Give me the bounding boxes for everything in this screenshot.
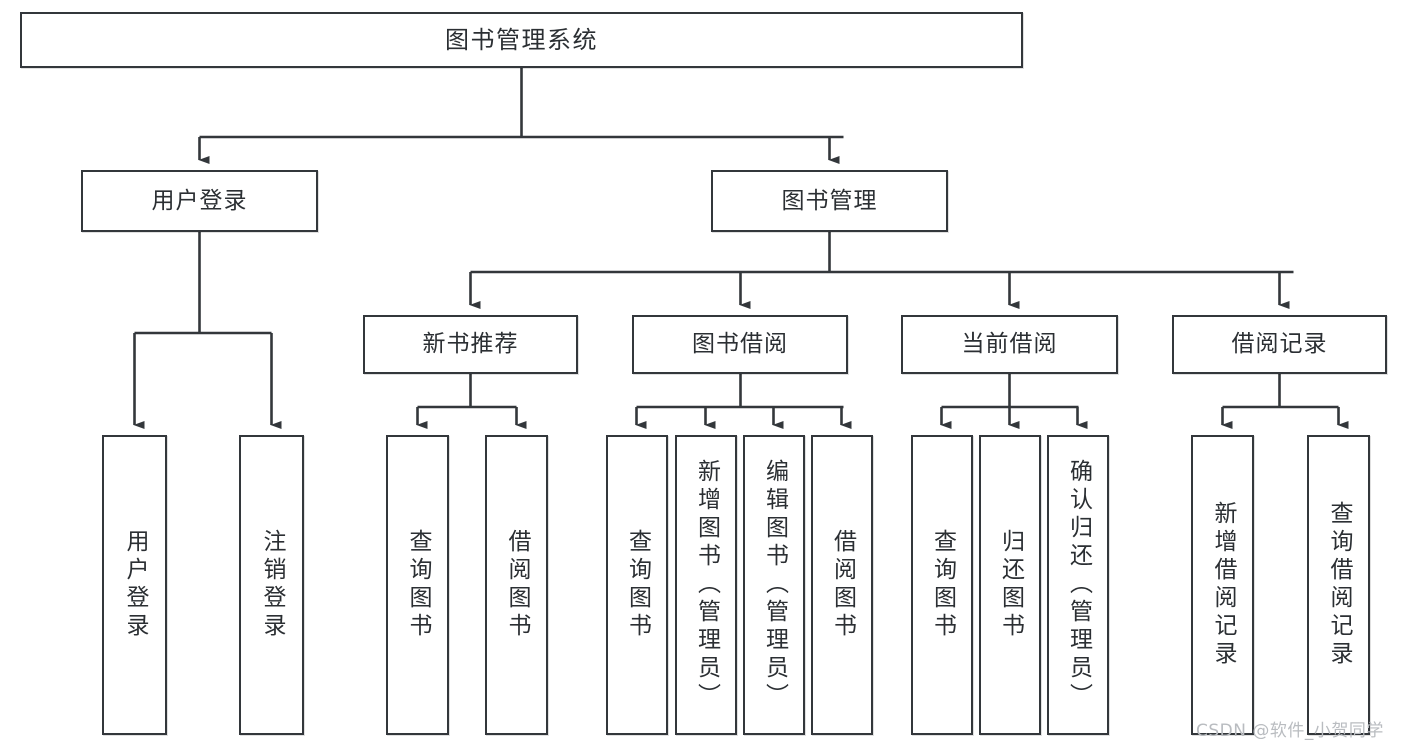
leaf-borrow-book[interactable]: 借阅图书 <box>811 435 873 735</box>
node-label: 图书管理 <box>781 187 878 214</box>
node-label: 当前借阅 <box>961 331 1058 358</box>
node-label: 图书管理系统 <box>445 26 598 54</box>
node-label: 借阅图书 <box>829 529 856 641</box>
node-label: 用户登录 <box>151 187 248 214</box>
node-label: 新增图书（管理员） <box>693 459 720 711</box>
node-label: 借阅记录 <box>1231 331 1328 358</box>
leaf-user-login[interactable]: 用户登录 <box>102 435 167 735</box>
node-label: 新书推荐 <box>422 331 519 358</box>
watermark: CSDN @软件_小贺同学 <box>1196 721 1384 741</box>
leaf-edit-book-admin[interactable]: 编辑图书（管理员） <box>743 435 805 735</box>
leaf-add-borrow-record[interactable]: 新增借阅记录 <box>1191 435 1254 735</box>
node-label: 借阅图书 <box>504 529 530 641</box>
leaf-return-book[interactable]: 归还图书 <box>979 435 1041 735</box>
node-label: 归还图书 <box>997 529 1024 641</box>
node-label: 查询图书 <box>405 529 431 641</box>
node-label: 编辑图书（管理员） <box>761 459 788 711</box>
node-book-borrow[interactable]: 图书借阅 <box>632 315 848 374</box>
node-label: 查询借阅记录 <box>1326 501 1352 669</box>
leaf-query-book[interactable]: 查询图书 <box>606 435 668 735</box>
node-user-login[interactable]: 用户登录 <box>81 170 318 232</box>
leaf-add-book-admin[interactable]: 新增图书（管理员） <box>675 435 737 735</box>
node-label: 图书借阅 <box>692 331 788 358</box>
node-label: 注销登录 <box>259 529 285 641</box>
node-label: 查询图书 <box>929 529 956 641</box>
node-label: 查询图书 <box>624 529 651 641</box>
node-book-management[interactable]: 图书管理 <box>711 170 948 232</box>
node-borrow-records[interactable]: 借阅记录 <box>1172 315 1387 374</box>
leaf-query-borrow-record[interactable]: 查询借阅记录 <box>1307 435 1370 735</box>
leaf-query-book-new[interactable]: 查询图书 <box>386 435 449 735</box>
node-label: 确认归还（管理员） <box>1065 459 1092 711</box>
node-root-system[interactable]: 图书管理系统 <box>20 12 1023 68</box>
leaf-confirm-return-admin[interactable]: 确认归还（管理员） <box>1047 435 1109 735</box>
node-label: 新增借阅记录 <box>1210 501 1236 669</box>
node-label: 用户登录 <box>122 529 148 641</box>
node-current-borrow[interactable]: 当前借阅 <box>901 315 1118 374</box>
leaf-borrow-book-new[interactable]: 借阅图书 <box>485 435 548 735</box>
leaf-query-book-current[interactable]: 查询图书 <box>911 435 973 735</box>
node-new-book-recommend[interactable]: 新书推荐 <box>363 315 578 374</box>
leaf-user-logout[interactable]: 注销登录 <box>239 435 304 735</box>
